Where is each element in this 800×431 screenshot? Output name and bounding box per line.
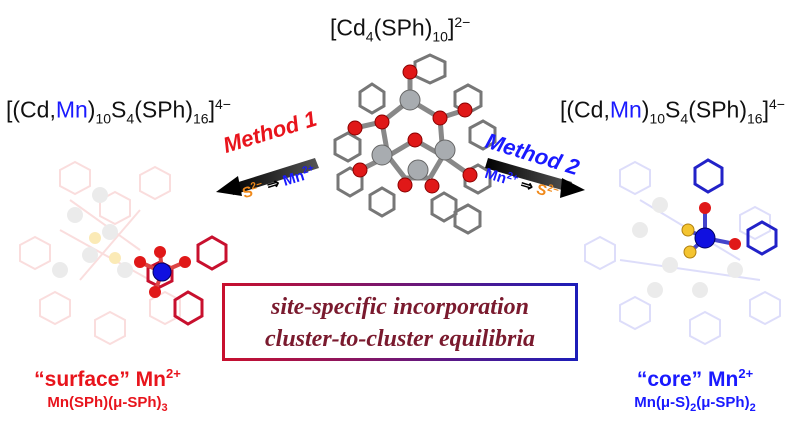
formula-part: ]: [762, 96, 769, 123]
center-line-2: cluster-to-cluster equilibria: [265, 326, 535, 352]
formula-charge: 4−: [768, 96, 785, 112]
right-mn-atom: [694, 227, 716, 249]
caption-text: “core” Mn: [636, 368, 739, 391]
right-cluster-formula: [(Cd,Mn)10S4(SPh)16]4−: [560, 96, 785, 126]
formula-subscript: 10: [432, 28, 448, 45]
right-caption-main: “core” Mn2+: [590, 366, 800, 392]
left-mn-s-atoms: [134, 246, 191, 298]
center-cluster: [333, 53, 497, 235]
center-summary-box: site-specific incorporation cluster-to-c…: [222, 283, 578, 361]
formula-subscript: 4: [680, 110, 689, 127]
caption-text: “surface” Mn: [34, 368, 167, 391]
formula-subscript: 10: [95, 110, 112, 127]
center-s-atoms: [347, 64, 478, 194]
formula-part: (SPh): [373, 14, 433, 41]
right-mn-mu-s-atoms: [681, 223, 697, 259]
formula-part: ): [87, 96, 96, 123]
cd-atoms: [371, 89, 456, 181]
formula-part: ]: [208, 96, 215, 123]
right-mn-s-atoms: [699, 202, 741, 250]
formula-part: ): [641, 96, 650, 123]
left-mn-atom: [152, 262, 172, 282]
formula-part: ]: [447, 14, 455, 41]
caption-formula-part: (μ-SPh): [696, 394, 750, 411]
caption-formula-part: Mn(μ-S): [634, 394, 691, 411]
right-caption: “core” Mn2+ Mn(μ-S)2(μ-SPh)2: [590, 366, 800, 414]
eq-charge: 2−: [249, 178, 264, 193]
right-mn-site: [681, 158, 778, 259]
left-caption-formula: Mn(SPh)(μ-SPh)3: [0, 394, 215, 414]
center-line-1: site-specific incorporation: [271, 294, 529, 320]
formula-mn: Mn: [609, 96, 642, 123]
center-phenyl-rings: [333, 53, 497, 235]
caption-subscript: 2: [749, 402, 756, 414]
left-caption-main: “surface” Mn2+: [0, 366, 215, 392]
caption-charge: 2+: [738, 366, 754, 381]
formula-part: (SPh): [688, 96, 747, 123]
formula-part: [Cd: [330, 14, 366, 41]
formula-subscript: 10: [649, 110, 666, 127]
eq-charge: 2+: [505, 170, 520, 185]
top-cluster-formula: [Cd4(SPh)10]2−: [330, 14, 470, 44]
left-cluster: [19, 160, 181, 346]
eq-arrow: ⇒: [518, 175, 536, 196]
formula-subscript: 4: [365, 28, 374, 45]
right-mn-phenyls: [693, 158, 778, 256]
formula-subscript: 16: [746, 110, 763, 127]
formula-part: [(Cd,: [6, 96, 56, 123]
formula-charge: 4−: [214, 96, 231, 112]
formula-mn: Mn: [55, 96, 88, 123]
caption-subscript: 3: [161, 402, 168, 414]
formula-part: S: [111, 96, 127, 123]
method2-arrow: [485, 158, 585, 198]
caption-formula-part: Mn(SPh)(μ-SPh): [47, 394, 162, 411]
left-caption: “surface” Mn2+ Mn(SPh)(μ-SPh)3: [0, 366, 215, 414]
method1-arrow: [216, 158, 319, 196]
formula-charge: 2−: [454, 14, 471, 30]
eq-arrow: ⇒: [264, 174, 282, 195]
formula-part: (SPh): [134, 96, 193, 123]
left-mn-site: [134, 235, 228, 326]
formula-subscript: 4: [126, 110, 135, 127]
left-cluster-formula: [(Cd,Mn)10S4(SPh)16]4−: [6, 96, 231, 126]
formula-subscript: 16: [192, 110, 209, 127]
formula-part: S: [665, 96, 681, 123]
formula-part: [(Cd,: [560, 96, 610, 123]
caption-subscript: 2: [690, 402, 697, 414]
caption-charge: 2+: [166, 366, 181, 381]
right-caption-formula: Mn(μ-S)2(μ-SPh)2: [590, 394, 800, 414]
right-cluster: [584, 160, 781, 346]
